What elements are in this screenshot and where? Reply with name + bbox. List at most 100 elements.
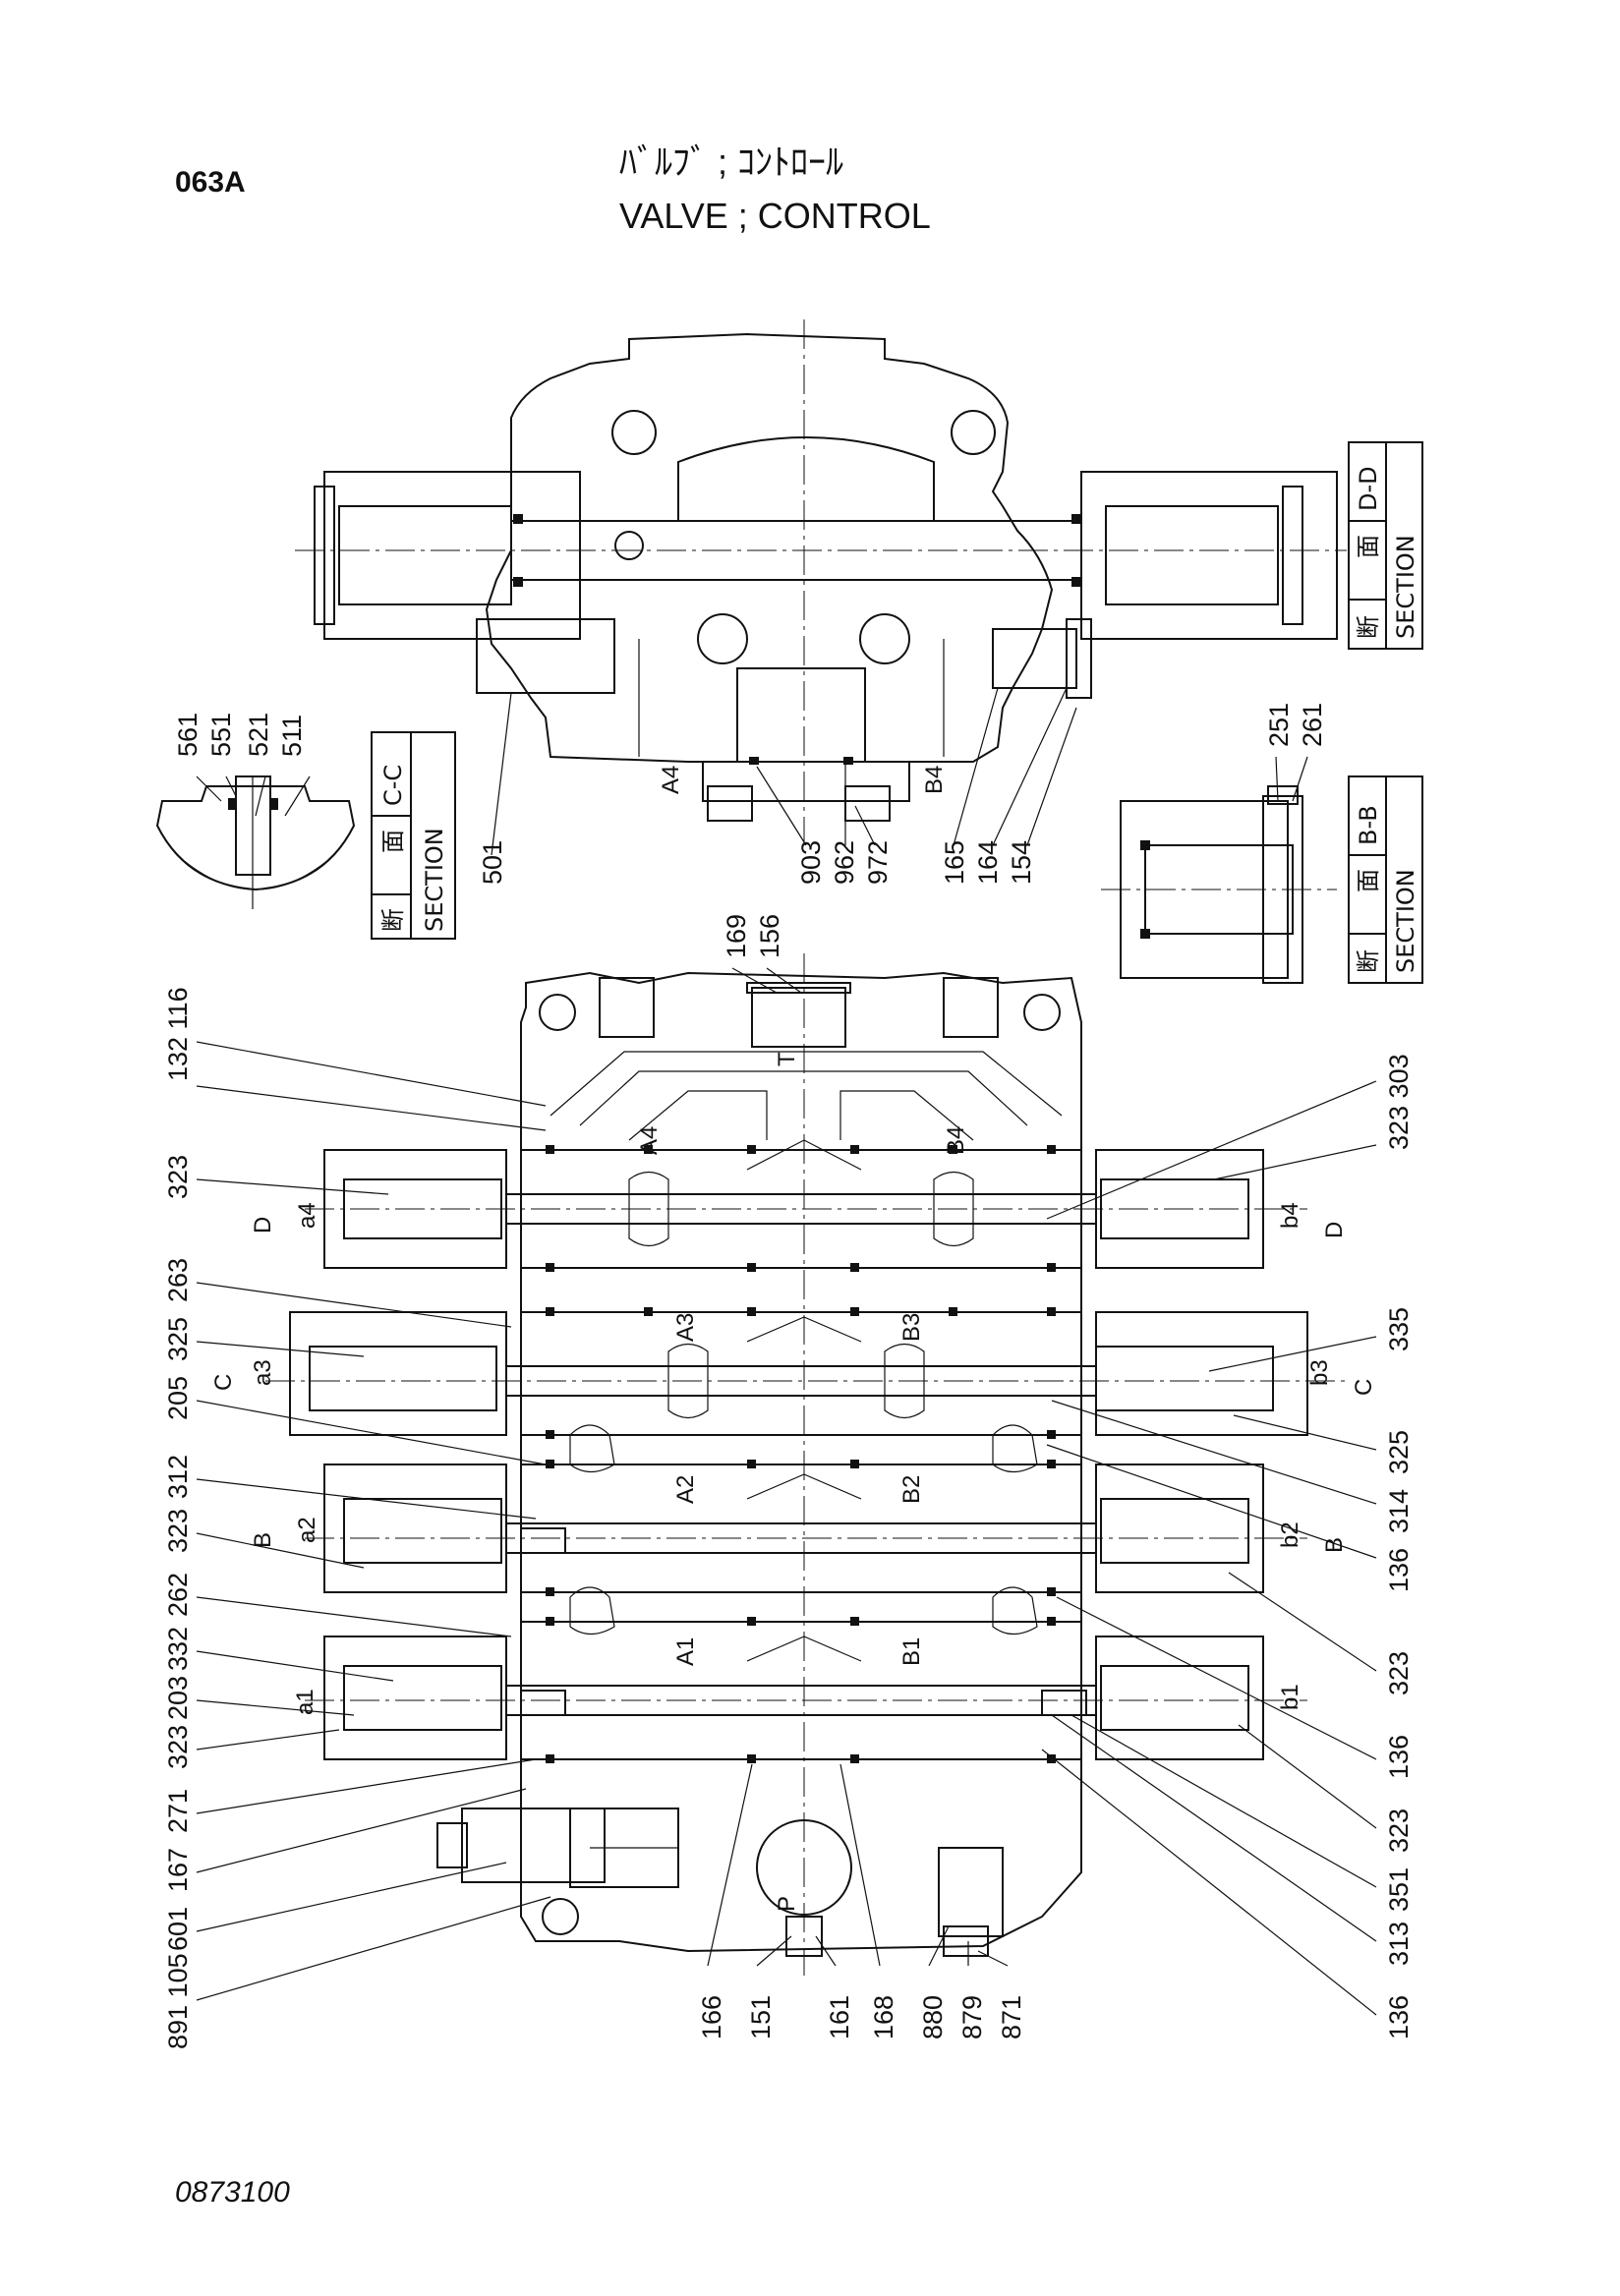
section-cc-detail <box>155 775 356 909</box>
callout-871: 871 <box>997 1995 1026 2039</box>
svg-text:SECTION: SECTION <box>1392 535 1419 639</box>
callout-161: 161 <box>825 1995 854 2039</box>
port-label-a2: A2 <box>672 1475 699 1504</box>
callout-136-right-1: 136 <box>1384 1548 1414 1592</box>
callout-312: 312 <box>163 1455 193 1499</box>
callout-325-right: 325 <box>1384 1430 1414 1474</box>
callout-335: 335 <box>1384 1307 1414 1351</box>
svg-text:C-C: C-C <box>379 765 407 806</box>
callout-879: 879 <box>957 1995 987 2039</box>
callout-880: 880 <box>918 1995 948 2039</box>
callout-511: 511 <box>277 715 307 757</box>
callout-167: 167 <box>163 1848 193 1892</box>
callout-151: 151 <box>746 1995 776 2039</box>
callout-136-right-2: 136 <box>1384 1735 1414 1779</box>
pilot-label-c-right: C <box>1351 1379 1377 1396</box>
port-label-a4: A4 <box>636 1126 663 1155</box>
callout-154: 154 <box>1007 840 1036 885</box>
callout-601: 601 <box>163 1907 193 1951</box>
section-bb-detail <box>1101 785 1337 984</box>
main-valve-body <box>265 953 1347 1976</box>
callout-313: 313 <box>1384 1922 1414 1966</box>
right-leader-lines <box>1041 1080 1377 2016</box>
svg-text:断: 断 <box>1355 949 1382 973</box>
port-label-p: P <box>774 1896 800 1912</box>
pilot-label-b-right: B <box>1321 1537 1348 1553</box>
pilot-label-c-left: C <box>210 1374 237 1391</box>
callout-165: 165 <box>940 840 969 885</box>
pilot-label-b3: b3 <box>1306 1359 1333 1386</box>
callout-262: 262 <box>163 1573 193 1617</box>
svg-text:面: 面 <box>379 830 407 853</box>
port-label-b2: B2 <box>898 1475 925 1504</box>
pilot-label-a4: a4 <box>294 1202 320 1229</box>
section-dd-label: 断 面 D-D SECTION <box>1348 441 1423 650</box>
port-label-b3: B3 <box>898 1313 925 1342</box>
callout-166: 166 <box>697 1995 726 2039</box>
pilot-label-d-right: D <box>1321 1222 1348 1238</box>
callout-351: 351 <box>1384 1867 1414 1912</box>
callout-251: 251 <box>1264 703 1294 747</box>
page-code: 063A <box>175 166 246 199</box>
callout-261: 261 <box>1298 703 1327 747</box>
callout-962: 962 <box>830 840 859 885</box>
pilot-label-a3: a3 <box>250 1359 276 1386</box>
callout-132-116: 132 116 <box>163 987 193 1081</box>
pilot-label-b4: b4 <box>1277 1202 1303 1229</box>
callout-561: 561 <box>173 713 202 757</box>
svg-text:SECTION: SECTION <box>1392 869 1419 973</box>
port-label-b4-top: B4 <box>921 766 948 794</box>
callout-332: 332 <box>163 1627 193 1671</box>
callout-263: 263 <box>163 1258 193 1302</box>
pilot-label-b1: b1 <box>1277 1684 1303 1710</box>
svg-text:SECTION: SECTION <box>421 828 448 932</box>
callout-325-left: 325 <box>163 1317 193 1361</box>
callout-891-105: 891 105 <box>163 1953 193 2049</box>
callout-203: 203 <box>163 1676 193 1720</box>
callout-323-left-2: 323 <box>163 1509 193 1553</box>
bottom-leader-lines <box>707 1763 1009 1967</box>
pilot-label-d-left: D <box>250 1217 276 1234</box>
callout-205: 205 <box>163 1376 193 1420</box>
title-japanese: ﾊﾞﾙﾌﾞ ; ｺﾝﾄﾛｰﾙ <box>619 142 843 182</box>
callout-323-left-1: 323 <box>163 1155 193 1199</box>
drawing-number: 0873100 <box>175 2176 290 2209</box>
pilot-label-a2: a2 <box>294 1517 320 1543</box>
port-label-a1: A1 <box>672 1637 699 1666</box>
svg-text:断: 断 <box>1355 615 1382 639</box>
callout-156: 156 <box>755 914 784 958</box>
top-view-section-dd <box>295 319 1347 845</box>
pilot-label-b2: b2 <box>1277 1521 1303 1548</box>
callout-169: 169 <box>722 914 751 958</box>
section-cc-label: 断 面 C-C SECTION <box>371 731 456 940</box>
pilot-label-b-left: B <box>250 1532 276 1548</box>
left-leader-lines <box>196 1041 551 2001</box>
callout-521: 521 <box>244 713 273 757</box>
port-label-a4-top: A4 <box>658 766 684 794</box>
callout-323-left-3: 323 <box>163 1725 193 1769</box>
callout-136-right-3: 136 <box>1384 1995 1414 2039</box>
svg-text:断: 断 <box>379 908 407 932</box>
callout-323-right-1: 323 <box>1384 1651 1414 1695</box>
callout-551: 551 <box>206 713 236 757</box>
port-label-b4: B4 <box>943 1126 969 1155</box>
callout-501: 501 <box>478 840 507 885</box>
callout-323-right-2: 323 <box>1384 1808 1414 1853</box>
callout-314: 314 <box>1384 1489 1414 1533</box>
svg-text:D-D: D-D <box>1355 466 1382 511</box>
callout-323-303: 323 303 <box>1384 1054 1414 1150</box>
callout-903: 903 <box>796 840 826 885</box>
callout-164: 164 <box>973 840 1003 885</box>
callout-271: 271 <box>163 1789 193 1833</box>
svg-text:B-B: B-B <box>1355 805 1382 845</box>
title-english: VALVE ; CONTROL <box>619 196 931 236</box>
port-label-b1: B1 <box>898 1637 925 1666</box>
svg-text:面: 面 <box>1355 535 1382 558</box>
callout-168: 168 <box>869 1995 898 2039</box>
port-label-a3: A3 <box>672 1313 699 1342</box>
callout-972: 972 <box>863 840 893 885</box>
port-label-t: T <box>774 1052 800 1066</box>
svg-text:面: 面 <box>1355 869 1382 892</box>
section-bb-label: 断 面 B-B SECTION <box>1348 775 1423 984</box>
